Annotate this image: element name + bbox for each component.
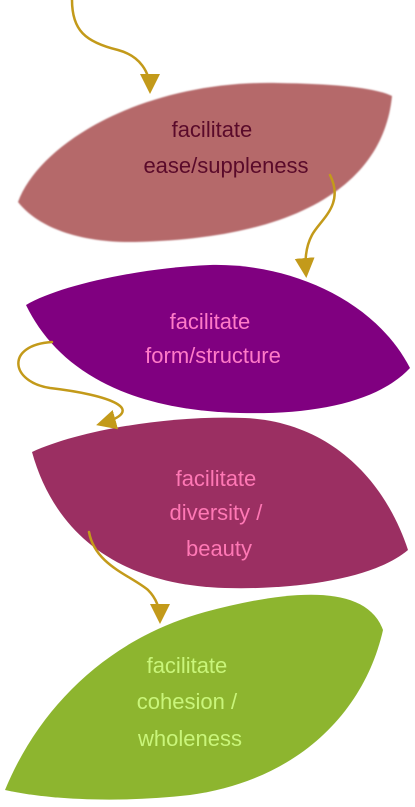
leaf-label-diversity: facilitate diversity / beauty: [169, 466, 268, 561]
leaf-form-line-1: facilitate: [170, 309, 251, 334]
leaf-ease-line-2: ease/suppleness: [143, 153, 308, 178]
leaf-shape-cohesion: [5, 594, 383, 800]
leaf-diversity-line-1: facilitate: [176, 466, 257, 491]
connector-arrow-form-to-diversity: [17, 340, 124, 430]
leaf-ease-line-1: facilitate: [172, 117, 253, 142]
leaf-shape-ease: [18, 82, 392, 243]
leaf-diversity-line-3: beauty: [186, 536, 252, 561]
connector-arrow-ease-to-form: [294, 173, 336, 278]
leaf-diversity-beauty: facilitate diversity / beauty: [32, 417, 408, 589]
leaf-form-line-2: form/structure: [145, 343, 281, 368]
connector-arrow-diversity-to-cohesion: [87, 530, 170, 624]
leaf-label-form: facilitate form/structure: [145, 309, 281, 368]
leaf-ease-suppleness: facilitate ease/suppleness: [18, 82, 392, 243]
leaf-cohesion-wholeness: facilitate cohesion / wholeness: [5, 594, 383, 800]
leaf-label-cohesion: facilitate cohesion / wholeness: [137, 653, 243, 751]
leaf-label-ease: facilitate ease/suppleness: [143, 117, 308, 178]
leaf-shape-form: [26, 264, 410, 414]
connectors: [17, 0, 336, 624]
leaf-form-structure: facilitate form/structure: [26, 264, 410, 414]
leaf-cohesion-line-1: facilitate: [147, 653, 228, 678]
leaf-shape-diversity: [32, 417, 408, 589]
leaf-diversity-line-2: diversity /: [169, 500, 263, 525]
leaf-cohesion-line-3: wholeness: [137, 726, 242, 751]
connector-arrow-into-ease: [70, 0, 160, 94]
leaf-cohesion-line-2: cohesion /: [137, 689, 238, 714]
